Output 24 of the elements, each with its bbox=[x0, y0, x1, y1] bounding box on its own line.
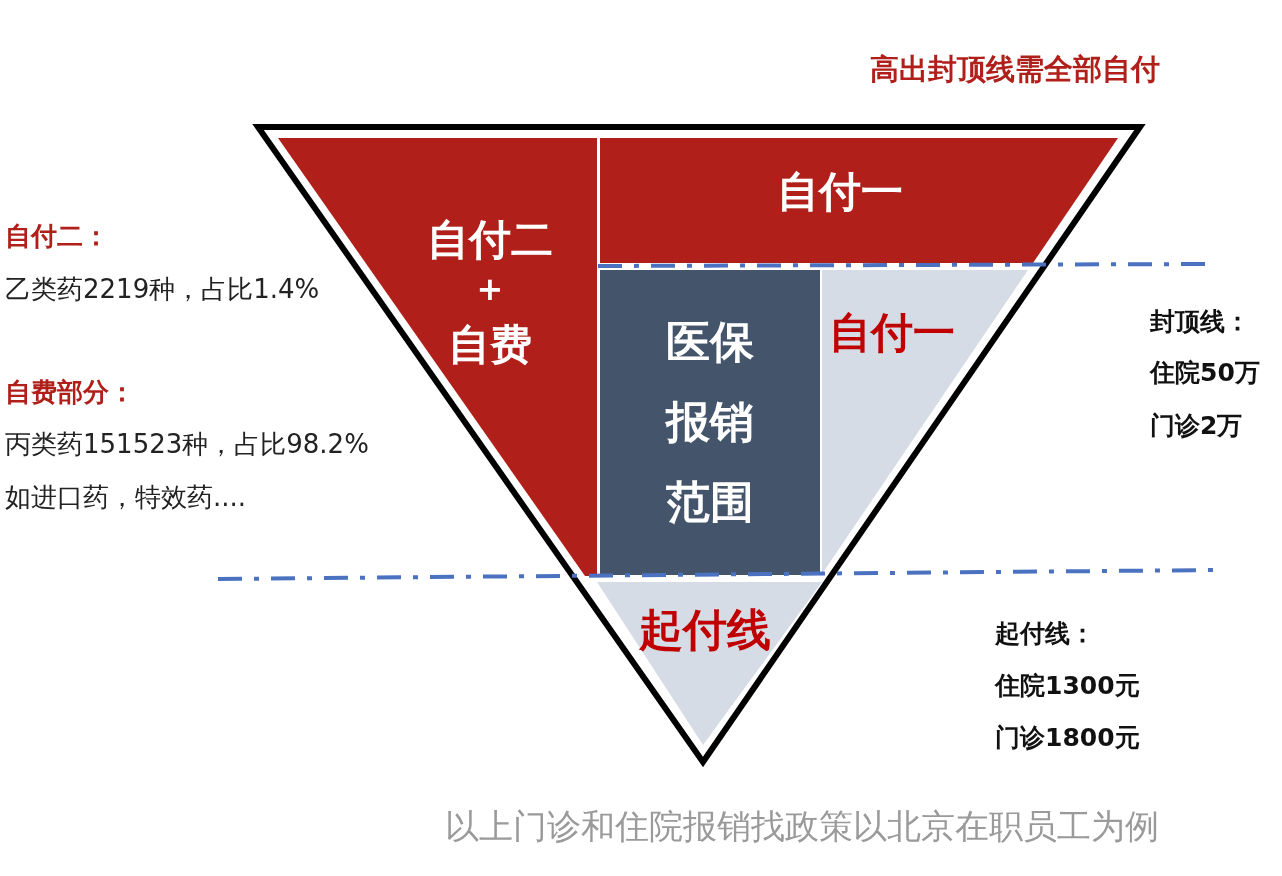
value-text: 住院1300元 bbox=[995, 671, 1140, 701]
segment-label: 自费 bbox=[448, 321, 532, 369]
section-heading: 自费部分： bbox=[5, 377, 135, 409]
segment-label: 自付二 bbox=[427, 216, 553, 264]
section-heading: 封顶线： bbox=[1150, 307, 1250, 337]
value-text: 门诊1800元 bbox=[995, 723, 1140, 753]
description-text: 如进口药，特效药.... bbox=[5, 482, 247, 514]
value-text: 门诊2万 bbox=[1150, 411, 1243, 441]
triangle-segment bbox=[597, 582, 822, 745]
segment-label: 起付线 bbox=[639, 605, 771, 655]
segment-label: + bbox=[476, 272, 504, 308]
triangle-segment bbox=[600, 138, 1118, 263]
inner-box bbox=[600, 270, 820, 575]
section-heading: 起付线： bbox=[995, 619, 1095, 649]
segment-label: 自付一 bbox=[829, 309, 955, 357]
note-text: 高出封顶线需全部自付 bbox=[870, 52, 1160, 87]
triangle-segment bbox=[822, 270, 1028, 574]
section-heading: 自付二： bbox=[5, 221, 109, 253]
description-text: 丙类药151523种，占比98.2% bbox=[5, 429, 369, 461]
box-label: 医保报销范围 bbox=[664, 315, 755, 529]
caption-text: 以上门诊和住院报销找政策以北京在职员工为例 bbox=[445, 806, 1159, 847]
value-text: 住院50万 bbox=[1150, 358, 1260, 388]
description-text: 乙类药2219种，占比1.4% bbox=[5, 274, 320, 306]
segment-label: 自付一 bbox=[777, 168, 903, 216]
